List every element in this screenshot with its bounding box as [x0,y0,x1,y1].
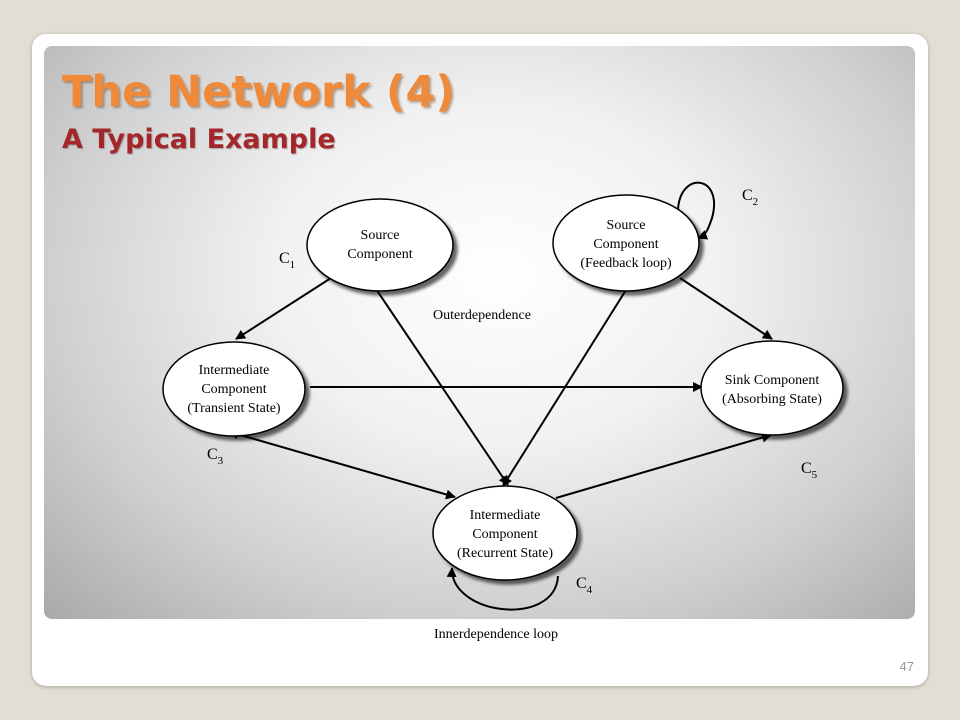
label-c1: C1 [279,250,295,271]
edge-transient-recurrent-bidirectional [228,429,456,500]
label-c3: C3 [207,446,224,467]
edge-recurrent-to-sink [555,432,772,499]
label-c2: C2 [742,187,758,208]
innerdependence-loop-label: Innerdependence loop [434,627,558,642]
slide-title: The Network (4) [62,67,456,117]
svg-text:Sink Component(Absorbing State: Sink Component(Absorbing State) [722,373,822,407]
innerdependence-loop-arc [446,567,559,611]
edge-source1-to-transient [235,277,332,340]
label-c4: C4 [576,575,593,596]
outerdependence-label: Outerdependence [433,308,531,323]
label-c5: C5 [801,460,818,481]
slide-subtitle: A Typical Example [62,124,336,155]
node-sink-component: Sink Component(Absorbing State) [700,340,844,436]
edge-source2-to-sink [679,277,773,340]
feedback-loop-arc [677,181,715,240]
page-number: 47 [899,659,914,674]
